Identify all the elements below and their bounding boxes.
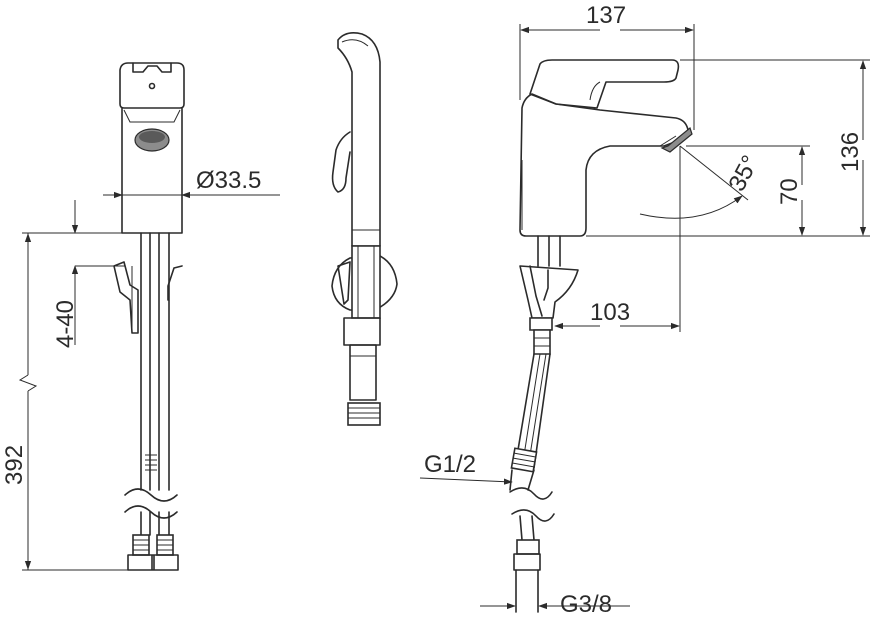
width-label: 137 <box>586 2 626 29</box>
front-fittings <box>127 554 179 571</box>
front-mount <box>113 261 139 334</box>
front-view: Ø33.5 4-40 392 <box>1 62 280 571</box>
side-handle <box>337 32 381 247</box>
reach-label: 103 <box>590 299 630 326</box>
front-hose-left <box>140 232 151 491</box>
right-handle <box>529 59 680 109</box>
right-fitting <box>516 539 540 555</box>
side-fitting <box>347 402 381 426</box>
front-hose-right <box>158 232 170 491</box>
right-mount <box>519 265 579 319</box>
diameter-label: Ø33.5 <box>196 167 261 194</box>
side-lever <box>331 131 351 193</box>
deck-thickness-label: 4-40 <box>52 300 79 348</box>
front-handle <box>119 62 185 109</box>
side-view <box>331 32 398 426</box>
hose-length-label: 392 <box>1 445 28 485</box>
right-view: 137 136 70 35° 103 G1/2 G3/8 <box>419 2 870 618</box>
inlet-thread-label: G1/2 <box>424 451 476 478</box>
right-body <box>519 93 689 237</box>
outlet-thread-label: G3/8 <box>560 591 612 618</box>
height-spout-label: 70 <box>776 178 803 205</box>
height-total-label: 136 <box>837 132 864 172</box>
right-aerator <box>660 126 693 153</box>
angle-label: 35° <box>723 151 764 196</box>
front-body <box>121 107 183 234</box>
